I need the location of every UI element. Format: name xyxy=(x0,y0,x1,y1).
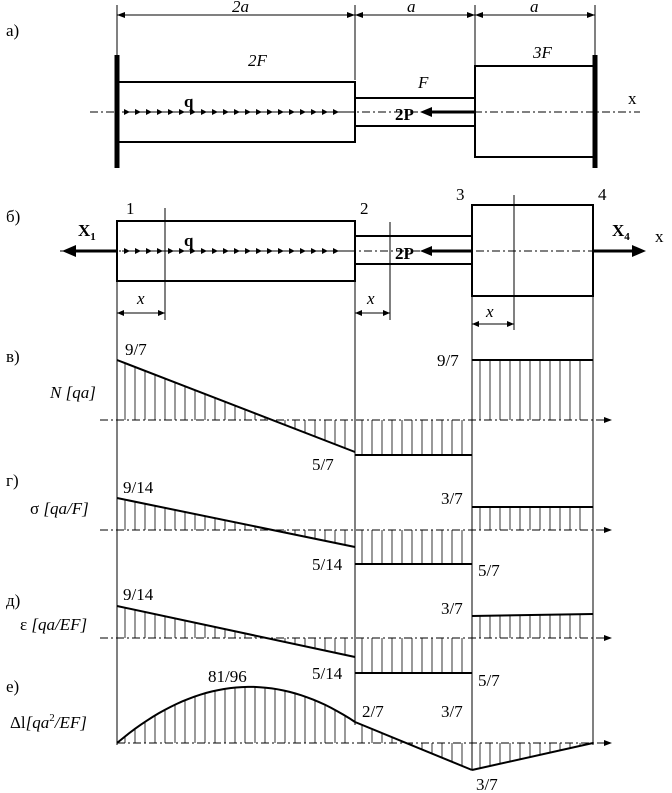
dl-value-peak: 81/96 xyxy=(208,667,247,686)
x-label-2: x xyxy=(366,289,375,308)
part-d-label: д) xyxy=(6,591,20,610)
force-2P-label-b: 2P xyxy=(395,244,414,263)
reaction-X4-arrow xyxy=(632,245,646,257)
reaction-X1-arrow xyxy=(62,245,76,257)
q-label-b: q xyxy=(184,231,194,250)
dim-a-label-1: a xyxy=(407,0,416,16)
point-3-label: 3 xyxy=(456,185,465,204)
part-b-label: б) xyxy=(6,207,20,226)
dl-axis-label: Δl[qa2/EF] xyxy=(10,712,87,732)
dl-line-3 xyxy=(471,742,594,771)
x-label-3: x xyxy=(485,302,494,321)
sigma-value-right-top: 3/7 xyxy=(441,489,463,508)
force-2P-arrow-b xyxy=(420,246,432,256)
dl-baseline-arrow xyxy=(604,740,612,746)
N-value-start: 9/7 xyxy=(125,340,147,359)
sigma-axis-label: σ [qa/F] xyxy=(30,499,89,518)
part-e-label: е) xyxy=(6,677,19,696)
eps-value-mid: 5/14 xyxy=(312,664,343,683)
N-hatching xyxy=(124,360,581,455)
N-value-mid: 5/7 xyxy=(312,455,334,474)
eps-hatching xyxy=(124,607,581,673)
x-coordinate-markers xyxy=(117,195,515,330)
N-value-right: 9/7 xyxy=(437,351,459,370)
dl-line-2 xyxy=(354,721,473,771)
force-2P-arrow-a xyxy=(420,107,432,117)
sigma-value-mid: 5/14 xyxy=(312,555,343,574)
area-2F-label: 2F xyxy=(248,51,268,70)
dl-curve xyxy=(116,685,356,744)
eps-line-3 xyxy=(471,613,594,617)
part-v-label: в) xyxy=(6,347,20,366)
sigma-value-start: 9/14 xyxy=(123,478,154,497)
axis-x-label-a: x xyxy=(628,89,637,108)
eps-baseline-arrow xyxy=(604,635,612,641)
eps-value-right-bottom: 5/7 xyxy=(478,671,500,690)
point-1-label: 1 xyxy=(126,199,135,218)
eps-value-right-top: 3/7 xyxy=(441,599,463,618)
dim-a-label-2: a xyxy=(530,0,539,16)
part-g-label: г) xyxy=(6,471,19,490)
dl-value-p3: 3/7 xyxy=(441,702,463,721)
force-2P-label-a: 2P xyxy=(395,105,414,124)
eps-line-1 xyxy=(116,605,356,658)
N-axis-label: N [qa] xyxy=(49,383,96,402)
N-line-1 xyxy=(116,359,356,453)
q-label-a: q xyxy=(184,92,194,111)
dim-2a-label: 2a xyxy=(232,0,249,16)
dl-value-p3-bottom: 3/7 xyxy=(476,775,498,793)
N-baseline-arrow xyxy=(604,417,612,423)
area-F-label: F xyxy=(417,73,429,92)
distributed-load-b xyxy=(122,248,350,254)
eps-axis-label: ε [qa/EF] xyxy=(20,615,87,634)
dl-value-p2: 2/7 xyxy=(362,702,384,721)
part-a-label: а) xyxy=(6,21,19,40)
reaction-X4-label: X4 xyxy=(612,221,630,243)
eps-value-start: 9/14 xyxy=(123,585,154,604)
point-4-label: 4 xyxy=(598,185,607,204)
dimension-line xyxy=(116,5,596,80)
sigma-value-right-bottom: 5/7 xyxy=(478,561,500,580)
area-3F-label: 3F xyxy=(532,43,553,62)
axis-x-label-b: x xyxy=(655,227,664,246)
sigma-baseline-arrow xyxy=(604,527,612,533)
reaction-X1-label: X1 xyxy=(78,221,96,243)
x-label-1: x xyxy=(136,289,145,308)
distributed-load-a xyxy=(122,109,350,115)
point-2-label: 2 xyxy=(360,199,369,218)
extension-lines xyxy=(116,281,594,770)
dl-hatching xyxy=(124,686,581,769)
sigma-hatching xyxy=(124,499,581,564)
sigma-line-1 xyxy=(116,497,356,548)
